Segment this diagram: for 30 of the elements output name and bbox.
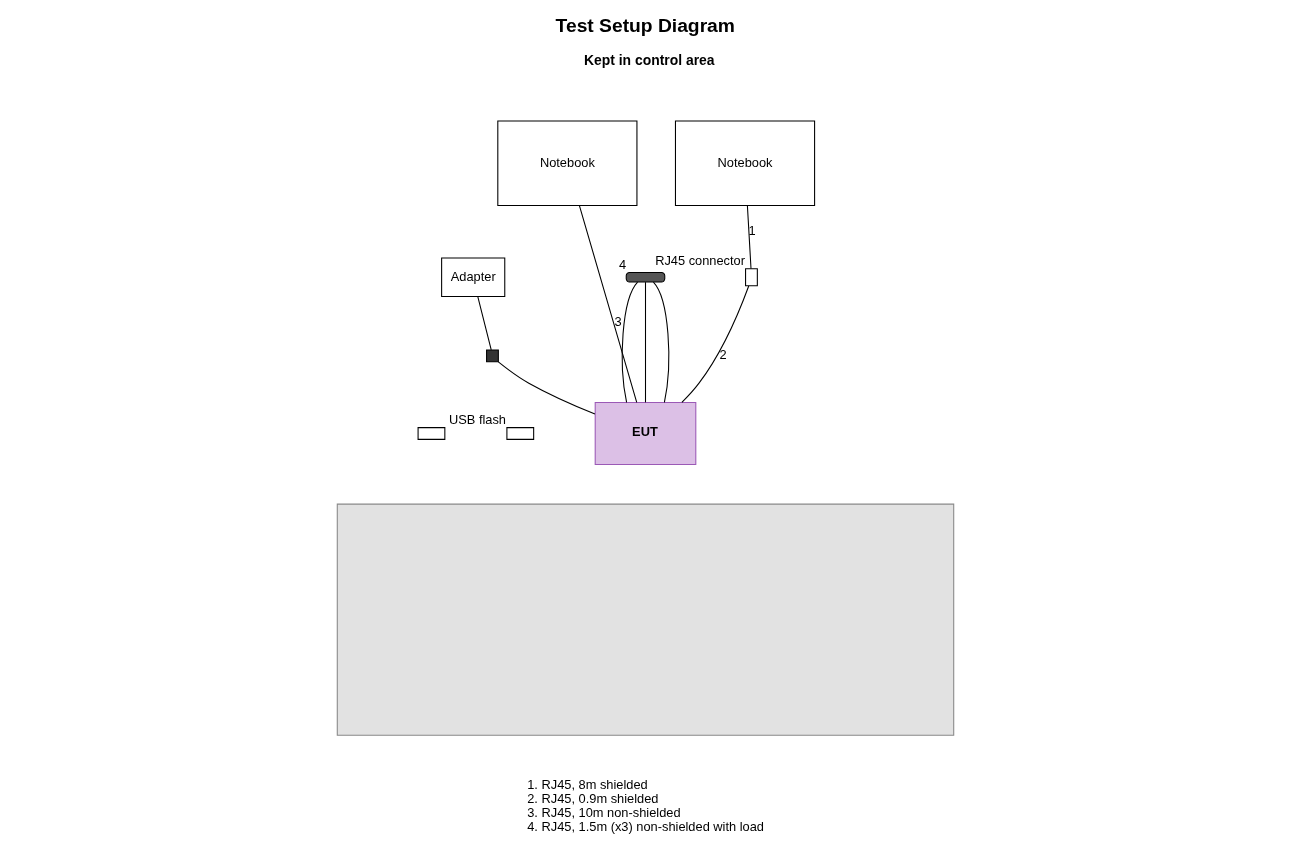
label: 1. RJ45, 8m shielded	[527, 777, 648, 793]
edge-label: 2	[719, 347, 727, 363]
connector	[652, 281, 670, 403]
node-label: USB flash	[448, 411, 506, 427]
connector	[477, 296, 492, 351]
connector	[746, 205, 752, 269]
connector	[644, 281, 647, 403]
label: 2. RJ45, 0.9m shielded	[527, 791, 659, 807]
node-box	[745, 268, 758, 287]
node-label: 4	[618, 256, 627, 272]
label: Kept in control area	[583, 51, 715, 68]
node-box	[336, 503, 955, 736]
node-box: Notebook	[497, 120, 638, 207]
edge-label: 1	[748, 223, 756, 239]
node-box: Notebook	[674, 120, 816, 207]
connector	[578, 205, 638, 403]
connector	[621, 281, 639, 403]
node-label: RJ45 connector	[655, 253, 746, 269]
node-bar	[625, 271, 666, 283]
label: 4. RJ45, 1.5m (x3) non-shielded with load	[527, 819, 764, 835]
connector	[681, 285, 750, 403]
node-box	[417, 427, 446, 440]
connector	[497, 361, 596, 415]
edge-label: 3	[614, 314, 622, 330]
node-box	[486, 349, 499, 363]
node-box: Adapter	[441, 257, 506, 298]
diagram-title: Test Setup Diagram	[555, 14, 735, 36]
node-box: EUT	[594, 401, 697, 466]
node-box	[506, 427, 535, 440]
label: 3. RJ45, 10m non-shielded	[527, 805, 681, 821]
